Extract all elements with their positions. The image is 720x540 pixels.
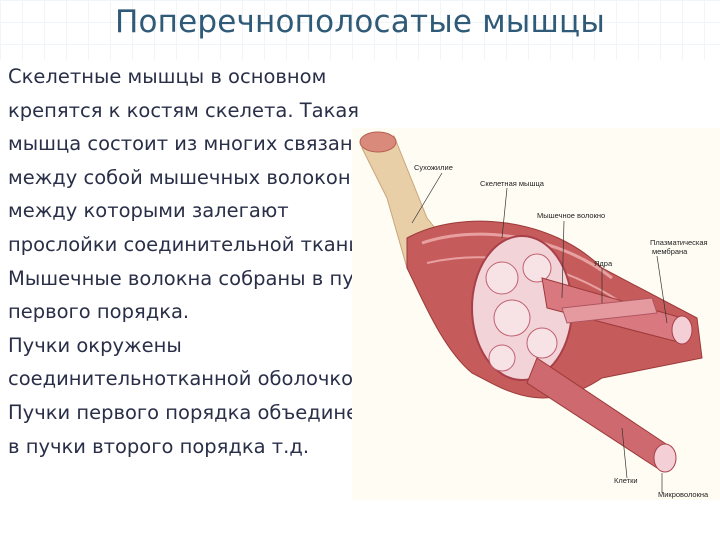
fiber-bundle-end [672,316,692,344]
label-microfibril: Микроволокна [658,490,709,499]
muscle-diagram-svg: Сухожилие Скелетная мышца Мышечное волок… [352,128,720,500]
paragraph-skeletal-muscles: Скелетные мышцы в основном крепятся к ко… [8,60,400,262]
slide-title: Поперечнополосатые мышцы [0,2,720,50]
bundle-cross-section [489,345,515,371]
label-plasma-membrane-2: мембрана [652,247,688,256]
paragraph-fiber-bundles: Мышечные волокна собраны в пучки первого… [8,262,400,329]
slide-body: Скелетные мышцы в основном крепятся к ко… [8,60,400,463]
label-nuclei: Ядра [594,259,613,268]
bundle-cross-section [486,262,518,294]
label-skeletal-muscle: Скелетная мышца [480,179,545,188]
bundle-cross-section [523,254,551,282]
label-tendon: Сухожилие [414,163,453,172]
label-muscle-fiber: Мышечное волокно [537,211,605,220]
muscle-structure-illustration: Сухожилие Скелетная мышца Мышечное волок… [352,128,720,500]
bundle-cross-section [494,300,530,336]
label-plasma-membrane: Плазматическая [650,238,708,247]
bundle-cross-section [527,328,557,358]
fiber-bundle-end [654,444,676,472]
tendon-cut-end [360,132,396,152]
paragraph-bundle-sheath: Пучки окружены соединительнотканной обол… [8,329,400,463]
label-cells: Клетки [614,476,638,485]
